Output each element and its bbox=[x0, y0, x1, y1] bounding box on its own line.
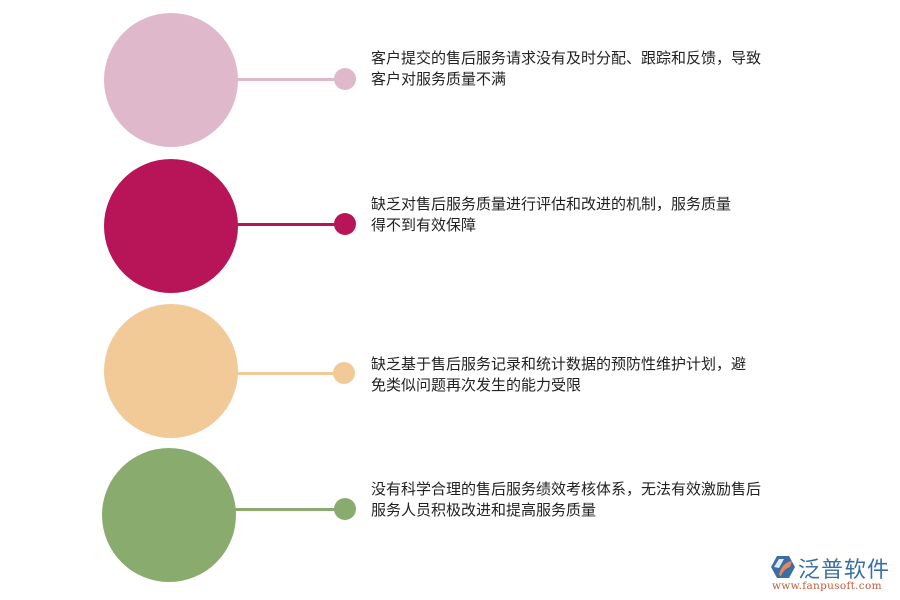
item-1-connector bbox=[236, 78, 336, 81]
item-2-circle bbox=[104, 159, 238, 293]
item-3-connector bbox=[236, 372, 336, 375]
item-1-dot bbox=[334, 68, 356, 90]
item-3-circle bbox=[104, 304, 238, 438]
item-4-dot bbox=[334, 498, 356, 520]
item-2-dot bbox=[334, 213, 356, 235]
item-1-text: 客户提交的售后服务请求没有及时分配、跟踪和反馈，导致客户对服务质量不满 bbox=[371, 49, 762, 88]
item-1-circle bbox=[104, 13, 238, 147]
item-3-dot bbox=[333, 362, 355, 384]
item-4-text: 没有科学合理的售后服务绩效考核体系，无法有效激励售后服务人员积极改进和提高服务质… bbox=[371, 480, 762, 519]
item-2-connector bbox=[236, 223, 336, 226]
item-4-connector bbox=[234, 508, 336, 511]
item-4-circle bbox=[102, 448, 236, 582]
item-3-text: 缺乏基于售后服务记录和统计数据的预防性维护计划，避免类似问题再次发生的能力受限 bbox=[371, 355, 747, 394]
item-2-text: 缺乏对售后服务质量进行评估和改进的机制，服务质量得不到有效保障 bbox=[371, 195, 732, 234]
logo-name: 泛普软件 bbox=[798, 558, 891, 583]
logo: 泛普软件 www.fanpusoft.com bbox=[768, 553, 898, 595]
fanpu-logo-icon bbox=[771, 556, 795, 578]
logo-url: www.fanpusoft.com bbox=[772, 580, 882, 592]
